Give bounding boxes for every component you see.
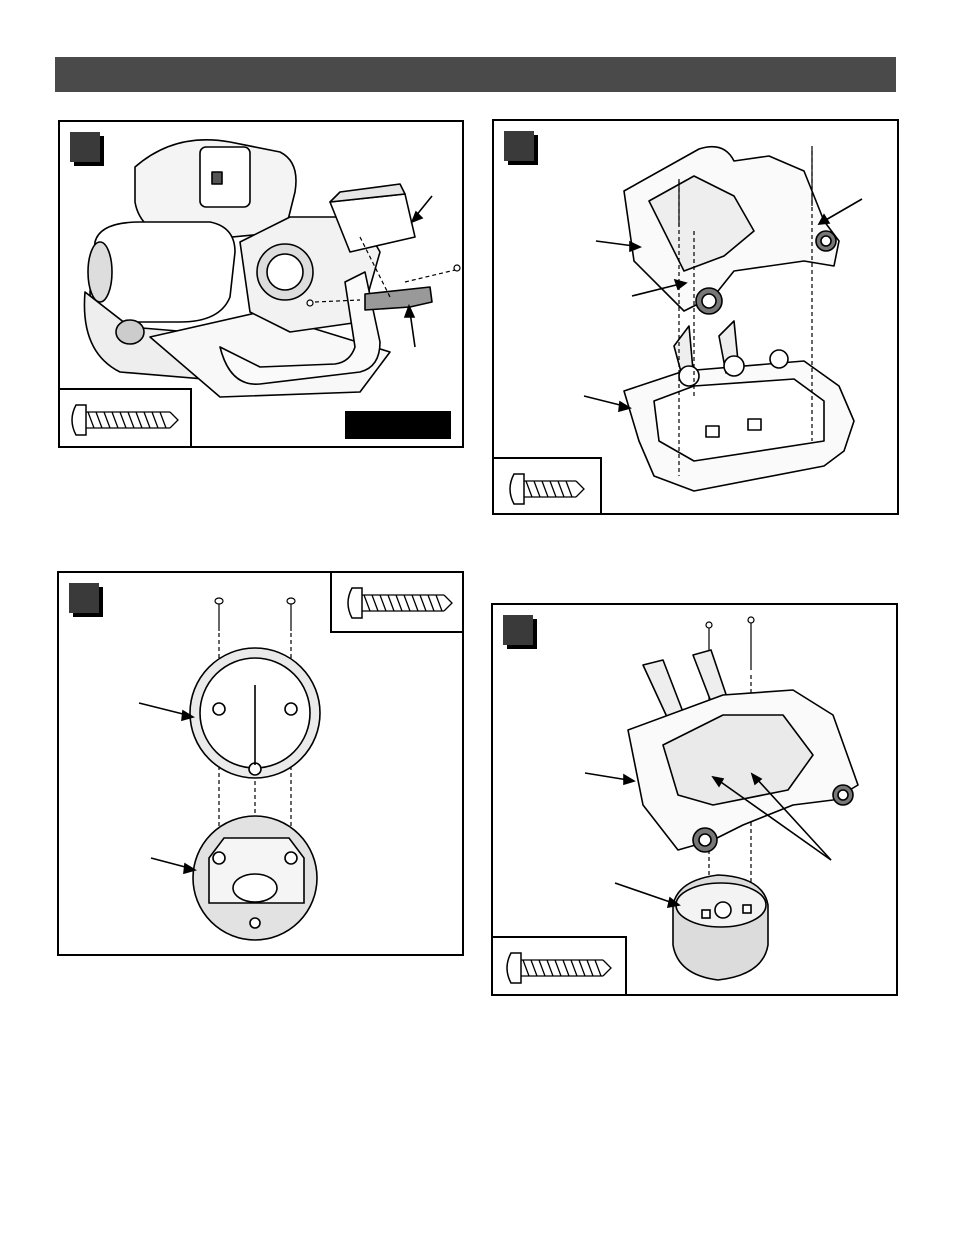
- round-plate-illustration: [59, 573, 464, 956]
- screw-icon: [493, 938, 629, 996]
- step-panel-1: [58, 120, 464, 448]
- black-label-box: [345, 411, 451, 439]
- step-panel-3: [57, 571, 464, 956]
- section-header-bar: [55, 57, 896, 92]
- step-panel-2: [492, 119, 899, 515]
- step-panel-4: [491, 603, 898, 996]
- screw-icon: [60, 390, 194, 448]
- screw-legend-box-2: [492, 457, 602, 515]
- screw-legend-box-4: [491, 936, 627, 996]
- housing-assembly-illustration: [494, 121, 899, 515]
- screw-legend-box: [58, 388, 192, 448]
- screw-icon: [494, 459, 604, 515]
